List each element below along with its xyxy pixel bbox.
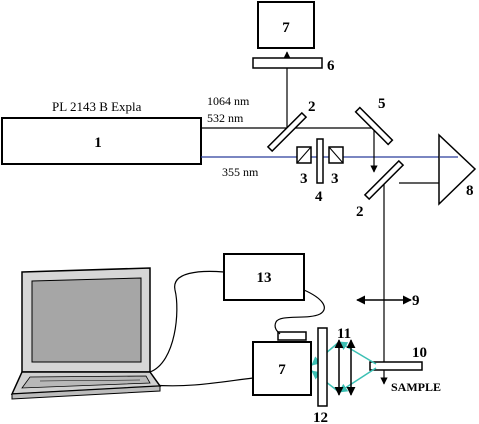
detector-connector <box>277 331 307 341</box>
detector-7-bottom-label: 7 <box>278 362 286 378</box>
mirror-2-top <box>266 111 308 153</box>
laser-number: 1 <box>94 135 102 151</box>
cable-laptop-to-box13 <box>149 270 225 373</box>
detector-7-bottom <box>252 341 312 396</box>
box-13-label: 13 <box>257 270 272 286</box>
sample-plate-10 <box>369 361 423 371</box>
polarizer-3-right <box>328 146 344 164</box>
filter-12 <box>317 327 328 407</box>
scatter-ray-upper <box>338 341 377 365</box>
filter-6-label: 6 <box>327 58 335 74</box>
mirror-2-top-label: 2 <box>308 99 316 115</box>
detector-7-top-label: 7 <box>282 20 290 36</box>
waveplate-4 <box>316 138 324 184</box>
cable-laptop-to-detector <box>151 377 254 387</box>
wavelength-355: 355 nm <box>222 165 259 179</box>
prism-8-label: 8 <box>466 183 474 199</box>
mirror-2-bottom-label: 2 <box>356 204 364 220</box>
polarizer-3-left-label: 3 <box>300 171 308 187</box>
laptop-icon <box>10 267 162 400</box>
polarizer-3-right-label: 3 <box>331 171 339 187</box>
detector-7-top <box>257 1 315 49</box>
filter-6 <box>252 57 323 69</box>
wavelength-1064: 1064 nm <box>207 94 250 108</box>
wavelength-532: 532 nm <box>207 111 244 125</box>
laser-box <box>1 117 202 165</box>
sample-label: SAMPLE <box>391 380 441 394</box>
sample-plate-10-label: 10 <box>412 345 427 361</box>
prism-8 <box>438 133 477 206</box>
lens-9-label: 9 <box>412 293 420 309</box>
mirror-5-label: 5 <box>378 96 386 112</box>
filter-12-label: 12 <box>313 410 328 424</box>
polarizer-3-left <box>296 146 312 164</box>
laser-model: PL 2143 B Expla <box>52 99 142 114</box>
waveplate-4-label: 4 <box>315 189 323 205</box>
mirror-2-bottom <box>363 159 405 201</box>
scatter-ray-lower <box>338 367 377 393</box>
mirror-5 <box>354 106 394 146</box>
cable-box13-to-detector <box>274 289 325 335</box>
box-13 <box>223 253 305 301</box>
lens-11-label: 11 <box>337 326 351 342</box>
